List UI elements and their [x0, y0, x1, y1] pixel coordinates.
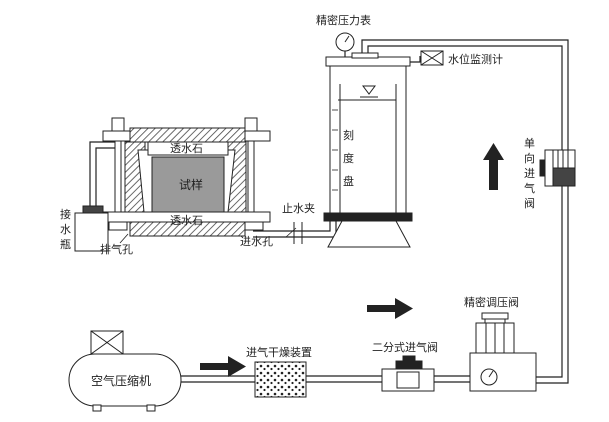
measuring-tank	[323, 52, 413, 248]
label-exhaust-hole: 排气孔	[100, 242, 133, 256]
label-bottle-1: 接	[60, 208, 71, 221]
water-level-monitor	[420, 50, 444, 66]
flow-arrow-right-top	[367, 298, 413, 319]
flow-arrow-up	[483, 143, 504, 190]
water-stop-clamp	[293, 222, 303, 244]
air-compressor	[68, 330, 182, 412]
label-precision-regulator: 精密调压阀	[464, 295, 519, 309]
label-one-way-5: 阀	[524, 196, 535, 210]
flow-arrow-right-bottom	[200, 356, 246, 377]
label-permeable-stone-top: 透水石	[170, 142, 203, 155]
label-two-way-valve: 二分式进气阀	[372, 340, 438, 354]
label-water-level-meter: 水位监测计	[448, 52, 503, 66]
label-sample: 试样	[179, 177, 203, 192]
label-air-compressor: 空气压缩机	[91, 373, 151, 388]
permeameter-cell	[102, 117, 271, 237]
label-one-way-4: 气	[524, 181, 535, 195]
label-permeable-stone-bottom: 透水石	[170, 214, 203, 227]
water-collection-bottle	[74, 205, 109, 252]
pipe-network	[89, 39, 569, 384]
label-scale-2: 度	[343, 151, 354, 165]
label-air-dryer: 进气干燥装置	[246, 345, 312, 359]
label-scale-3: 盘	[343, 174, 354, 188]
label-pressure-gauge: 精密压力表	[316, 13, 371, 27]
label-one-way-2: 向	[524, 151, 535, 165]
one-way-valve	[539, 149, 576, 187]
label-bottle-2: 水	[60, 223, 71, 236]
two-way-inlet-valve	[381, 355, 435, 392]
label-scale-1: 刻	[343, 128, 354, 142]
precision-regulator-valve	[469, 312, 537, 392]
label-water-stop-clamp: 止水夹	[282, 202, 315, 215]
label-water-inlet: 进水孔	[240, 235, 273, 248]
label-one-way-1: 单	[524, 137, 535, 150]
label-bottle-3: 瓶	[60, 237, 71, 251]
scale-ticks	[332, 109, 338, 191]
label-one-way-3: 进	[524, 167, 535, 180]
precision-pressure-gauge	[335, 32, 355, 52]
air-dryer-unit	[254, 361, 307, 398]
